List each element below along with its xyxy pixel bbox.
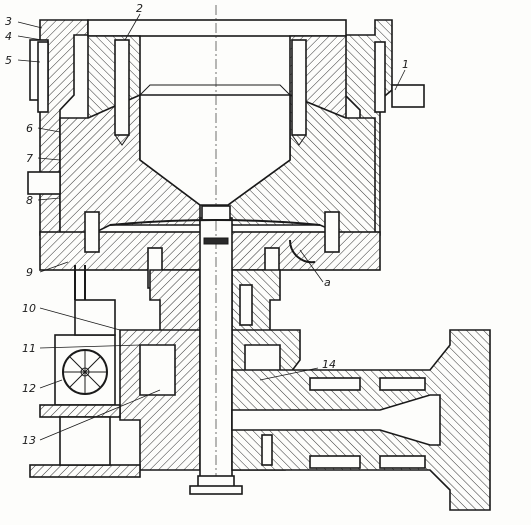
callout-5: 5	[5, 54, 12, 67]
callout-4: 4	[5, 30, 12, 43]
upper-bolts	[37, 39, 386, 146]
callout-3: 3	[5, 15, 12, 28]
callout-11: 11	[22, 342, 36, 355]
callout-12: 12	[22, 382, 36, 395]
callout-7: 7	[26, 152, 33, 165]
callout-13: 13	[22, 434, 36, 447]
callout-a: a	[324, 276, 331, 289]
conical-body	[59, 84, 376, 241]
callout-2: 2	[136, 2, 143, 15]
callout-labels: 1 2 3 4 5 6 7 8 9 10 11 12 13 14 a	[5, 2, 409, 447]
leaders	[17, 13, 406, 441]
discharge-pipe	[231, 329, 491, 511]
callout-14: 14	[322, 358, 336, 371]
callout-10: 10	[22, 302, 36, 315]
callout-1: 1	[402, 58, 409, 71]
callout-9: 9	[26, 266, 33, 279]
central-shaft	[189, 5, 243, 495]
callout-6: 6	[26, 122, 33, 135]
callout-8: 8	[26, 194, 33, 207]
